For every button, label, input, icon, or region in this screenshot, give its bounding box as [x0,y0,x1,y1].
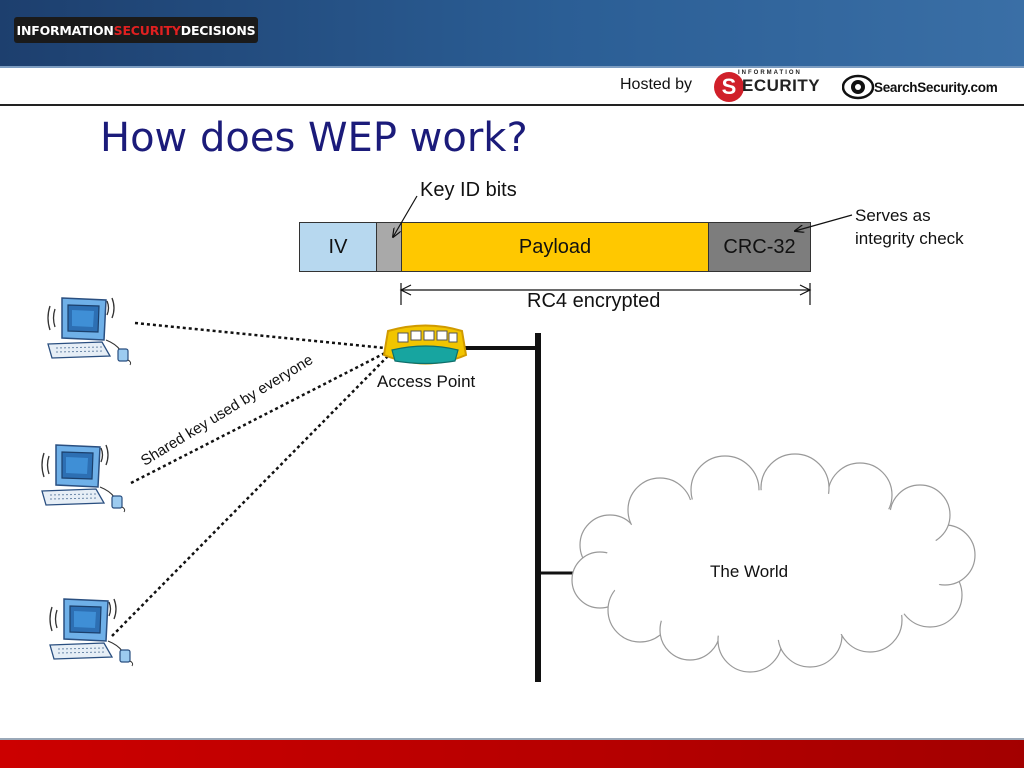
searchsecurity-logo: SearchSecurity.com [842,72,1014,102]
integrity-check-label: Serves as integrity check [855,206,964,248]
wired-backbone [462,333,580,682]
rc4-encrypted-label: RC4 encrypted [527,290,661,312]
computer-icon [49,598,134,667]
wireless-links [111,321,389,637]
access-point-icon [382,324,468,365]
key-id-pointer [393,195,418,237]
key-id-label: Key ID bits [420,179,517,201]
access-point-label: Access Point [377,372,476,391]
conference-logo-part2: SECURITY [113,22,181,38]
footer-divider [0,738,1024,740]
conference-logo-part1: INFORMATION [16,22,114,38]
world-cloud-icon [571,453,976,673]
packet-field-crc: CRC-32 [708,222,811,272]
integrity-pointer [795,214,853,231]
conference-logo-part3: DECISIONS [180,22,256,38]
rc4-span-arrow [399,283,812,305]
infosec-logo-s: S [714,72,744,102]
packet-field-iv: IV [299,222,377,272]
computer-icon [47,297,132,366]
computer-icon [41,444,126,513]
eye-icon [842,74,875,100]
packet-field-payload: Payload [401,222,709,272]
hosted-divider [0,104,1024,106]
infosec-logo-top: INFORMATION [738,70,802,76]
footer-bar [0,740,1024,768]
searchsecurity-logo-text: SearchSecurity.com [874,80,998,95]
world-label: The World [710,562,789,581]
header-divider [0,66,1024,68]
information-security-logo: INFORMATION S ECURITY [714,70,826,104]
infosec-logo-rest: ECURITY [742,76,821,95]
conference-logo: INFORMATION SECURITY DECISIONS [14,17,258,43]
hosted-by-label: Hosted by [620,76,693,93]
slide-title: How does WEP work? [100,115,528,161]
